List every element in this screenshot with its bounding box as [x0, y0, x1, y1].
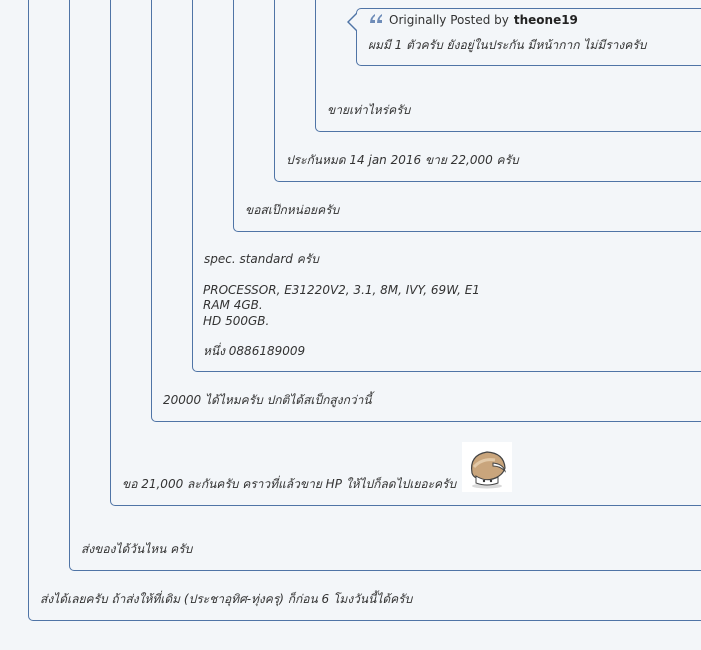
spec-line-ram: RAM 4GB.	[203, 298, 263, 313]
post-text-1: ส่งได้เลยครับ ถ้าส่งให้ที่เดิม (ประชาอุท…	[40, 592, 413, 606]
quote-header: Originally Posted by theone19	[369, 13, 578, 27]
quote-text: ผมมี 1 ตัวครับ ยังอยู่ในประกัน มีหน้ากาก…	[368, 38, 647, 52]
spec-line-cpu: PROCESSOR, E31220V2, 3.1, 8M, IVY, 69W, …	[203, 283, 480, 297]
quote-author[interactable]: theone19	[513, 13, 578, 27]
spec-block: PROCESSOR, E31220V2, 3.1, 8M, IVY, 69W, …	[203, 283, 480, 359]
post-text-5: spec. standard ครับ	[204, 252, 319, 266]
spec-line-hd: HD 500GB.	[203, 313, 270, 328]
spec-contact: หนึ่ง 0886189009	[203, 343, 306, 358]
post-text-4: 20000 ได้ไหมครับ ปกติได้สเป็กสูงกว่านี้	[163, 393, 372, 407]
post-text-2: ส่งของได้วันไหน ครับ	[81, 542, 193, 556]
smiley-emoticon	[462, 442, 512, 492]
post-text-6: ขอสเป๊กหน่อยครับ	[245, 203, 340, 217]
original-quote-box	[356, 8, 701, 66]
post-text-3: ขอ 21,000 ละกันครับ คราวที่แล้วขาย HP ให…	[122, 477, 457, 491]
post-text-8: ขายเท่าไหร่ครับ	[327, 103, 411, 117]
quote-icon	[369, 13, 384, 27]
quote-prefix: Originally Posted by	[389, 13, 509, 27]
quote-arrow-fill	[349, 14, 357, 30]
post-text-7: ประกันหมด 14 jan 2016 ขาย 22,000 ครับ	[286, 153, 519, 167]
